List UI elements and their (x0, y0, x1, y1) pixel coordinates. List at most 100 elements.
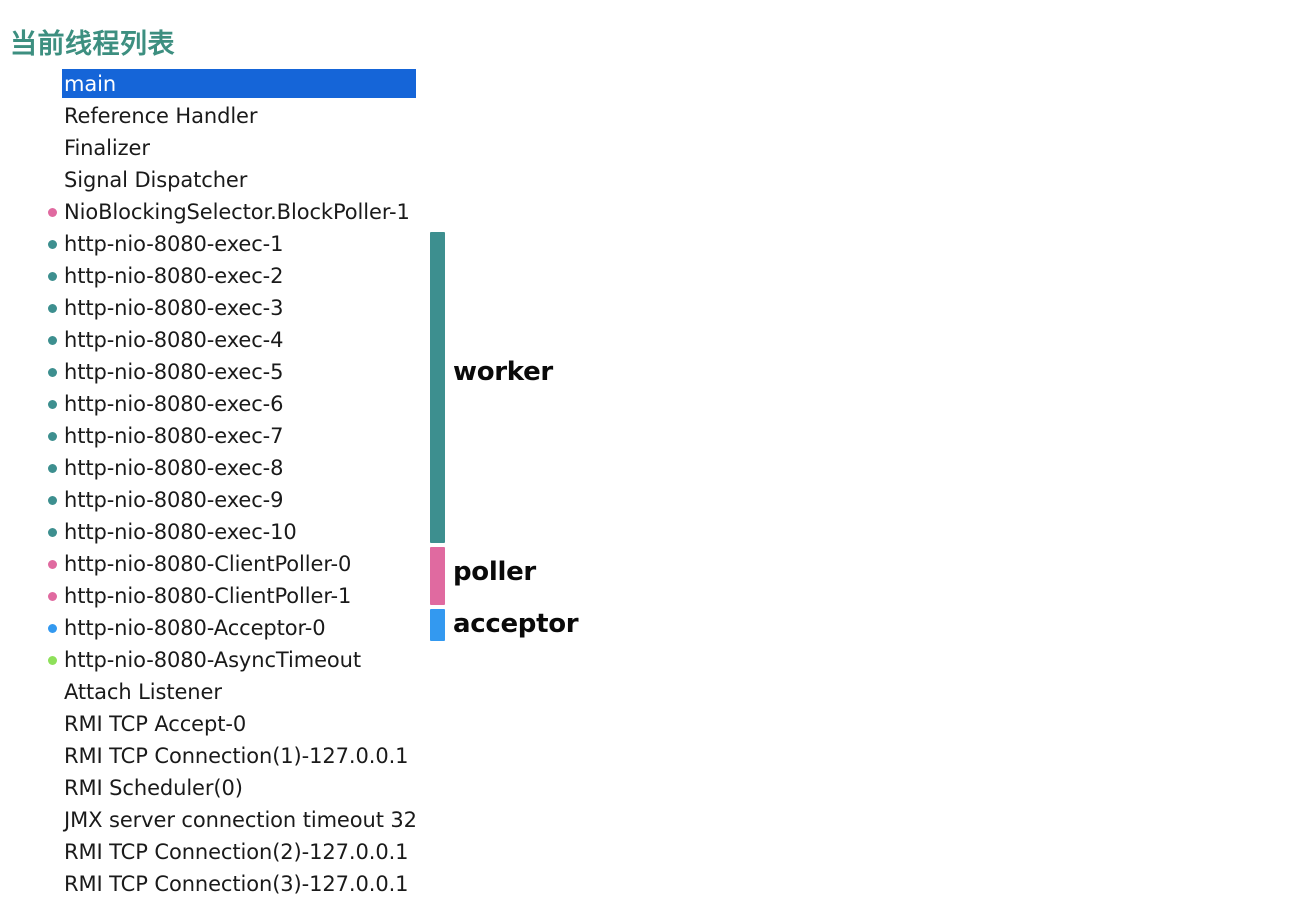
selection-highlight (62, 69, 416, 98)
thread-name-label: RMI TCP Accept-0 (64, 712, 247, 736)
thread-bullet-slot (40, 772, 64, 804)
group-label-acceptor: acceptor (453, 609, 579, 639)
thread-group-bullet-icon (48, 431, 57, 441)
thread-name-label: RMI Scheduler(0) (64, 776, 243, 800)
thread-list-item[interactable]: http-nio-8080-exec-10 (40, 516, 740, 548)
thread-name-label: http-nio-8080-exec-5 (64, 360, 284, 384)
thread-bullet-slot (40, 484, 64, 516)
thread-bullet-slot (40, 388, 64, 420)
thread-list-item[interactable]: http-nio-8080-exec-7 (40, 420, 740, 452)
thread-name-label: RMI TCP Connection(3)-127.0.0.1 (64, 872, 409, 896)
thread-group-bullet-icon (48, 399, 57, 409)
thread-bullet-slot (40, 708, 64, 740)
thread-bullet-slot (40, 420, 64, 452)
thread-bullet-slot (40, 260, 64, 292)
thread-list-item[interactable]: Reference Handler (40, 100, 740, 132)
group-bar-poller (430, 547, 445, 605)
thread-list-item[interactable]: NioBlockingSelector.BlockPoller-1 (40, 196, 740, 228)
thread-group-bullet-icon (48, 623, 57, 633)
thread-name-label: http-nio-8080-AsyncTimeout (64, 648, 361, 672)
thread-list-item[interactable]: http-nio-8080-Acceptor-0 (40, 612, 740, 644)
thread-bullet-slot (40, 548, 64, 580)
thread-group-bullet-icon (48, 655, 57, 665)
thread-bullet-slot (40, 196, 64, 228)
thread-list-item[interactable]: http-nio-8080-exec-6 (40, 388, 740, 420)
thread-name-label: http-nio-8080-exec-9 (64, 488, 284, 512)
thread-group-bullet-icon (48, 335, 57, 345)
thread-list-item[interactable]: RMI TCP Accept-0 (40, 708, 740, 740)
thread-bullet-slot (40, 452, 64, 484)
thread-bullet-slot (40, 164, 64, 196)
thread-group-bullet-icon (48, 271, 57, 281)
thread-list-item[interactable]: http-nio-8080-AsyncTimeout (40, 644, 740, 676)
thread-group-bullet-icon (48, 239, 57, 249)
thread-list-item[interactable]: JMX server connection timeout 32 (40, 804, 740, 836)
thread-bullet-slot (40, 868, 64, 900)
thread-bullet-slot (40, 676, 64, 708)
thread-group-bullet-icon (48, 303, 57, 313)
thread-group-bullet-icon (48, 463, 57, 473)
thread-group-bullet-icon (48, 207, 57, 217)
thread-list-item[interactable]: http-nio-8080-exec-9 (40, 484, 740, 516)
thread-bullet-slot (40, 356, 64, 388)
thread-group-bullet-icon (48, 527, 57, 537)
thread-list-item[interactable]: http-nio-8080-exec-4 (40, 324, 740, 356)
thread-name-label: http-nio-8080-exec-8 (64, 456, 284, 480)
thread-bullet-slot (40, 228, 64, 260)
thread-list-item[interactable]: RMI TCP Connection(3)-127.0.0.1 (40, 868, 740, 900)
thread-name-label: http-nio-8080-exec-4 (64, 328, 284, 352)
thread-list-item[interactable]: RMI TCP Connection(2)-127.0.0.1 (40, 836, 740, 868)
thread-list-item[interactable]: http-nio-8080-exec-3 (40, 292, 740, 324)
thread-name-label: Attach Listener (64, 680, 222, 704)
thread-bullet-slot (40, 580, 64, 612)
thread-list-item[interactable]: Finalizer (40, 132, 740, 164)
thread-group-bullet-icon (48, 495, 57, 505)
thread-bullet-slot (40, 644, 64, 676)
thread-list-item[interactable]: Attach Listener (40, 676, 740, 708)
thread-name-label: http-nio-8080-exec-10 (64, 520, 297, 544)
thread-bullet-slot (40, 804, 64, 836)
thread-name-label: Signal Dispatcher (64, 168, 248, 192)
thread-bullet-slot (40, 612, 64, 644)
thread-name-label: http-nio-8080-exec-3 (64, 296, 284, 320)
thread-bullet-slot (40, 516, 64, 548)
thread-name-label: RMI TCP Connection(2)-127.0.0.1 (64, 840, 409, 864)
thread-list-item[interactable]: http-nio-8080-exec-1 (40, 228, 740, 260)
thread-list-item[interactable]: http-nio-8080-exec-2 (40, 260, 740, 292)
thread-list-item[interactable]: http-nio-8080-ClientPoller-0 (40, 548, 740, 580)
thread-name-label: http-nio-8080-exec-1 (64, 232, 284, 256)
thread-bullet-slot (40, 324, 64, 356)
thread-name-label: http-nio-8080-exec-6 (64, 392, 284, 416)
group-bar-worker (430, 232, 445, 543)
thread-bullet-slot (40, 836, 64, 868)
thread-bullet-slot (40, 68, 64, 100)
group-label-poller: poller (453, 557, 536, 587)
thread-name-label: RMI TCP Connection(1)-127.0.0.1 (64, 744, 409, 768)
group-label-worker: worker (453, 357, 553, 387)
thread-name-label: NioBlockingSelector.BlockPoller-1 (64, 200, 410, 224)
thread-list-item[interactable]: Signal Dispatcher (40, 164, 740, 196)
thread-name-label: http-nio-8080-exec-7 (64, 424, 284, 448)
thread-group-bullet-icon (48, 591, 57, 601)
thread-bullet-slot (40, 132, 64, 164)
thread-name-label: Finalizer (64, 136, 150, 160)
group-bar-acceptor (430, 609, 445, 641)
thread-bullet-slot (40, 292, 64, 324)
thread-name-label: JMX server connection timeout 32 (64, 808, 417, 832)
thread-list-item[interactable]: http-nio-8080-exec-8 (40, 452, 740, 484)
thread-list-item[interactable]: http-nio-8080-exec-5 (40, 356, 740, 388)
thread-name-label: http-nio-8080-ClientPoller-1 (64, 584, 352, 608)
page-title: 当前线程列表 (10, 29, 175, 61)
thread-list-item[interactable]: main (40, 68, 740, 100)
thread-list-item[interactable]: RMI Scheduler(0) (40, 772, 740, 804)
thread-name-label: main (64, 72, 117, 96)
thread-name-label: Reference Handler (64, 104, 258, 128)
thread-list-item[interactable]: RMI TCP Connection(1)-127.0.0.1 (40, 740, 740, 772)
thread-group-bullet-icon (48, 559, 57, 569)
thread-name-label: http-nio-8080-ClientPoller-0 (64, 552, 352, 576)
thread-group-bullet-icon (48, 367, 57, 377)
thread-name-label: http-nio-8080-exec-2 (64, 264, 284, 288)
thread-list-item[interactable]: http-nio-8080-ClientPoller-1 (40, 580, 740, 612)
thread-name-label: http-nio-8080-Acceptor-0 (64, 616, 326, 640)
